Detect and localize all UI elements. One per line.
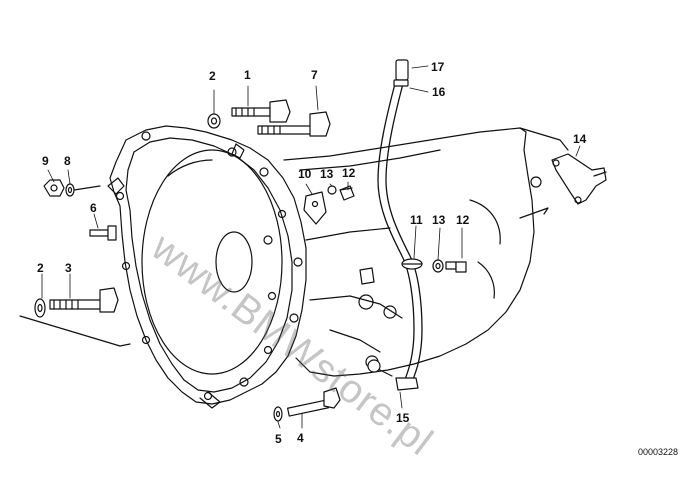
screw-part xyxy=(432,259,467,273)
callout-label: 5 xyxy=(275,432,282,446)
bolt-part xyxy=(257,111,331,137)
callout-label: 8 xyxy=(64,154,71,168)
bell-housing-opening xyxy=(141,149,283,375)
callout-label: 13 xyxy=(320,167,334,181)
callout-label: 9 xyxy=(42,154,49,168)
leader-lines xyxy=(41,65,581,429)
bolt-part xyxy=(19,287,131,347)
callout-label: 7 xyxy=(311,68,318,82)
callout-label: 10 xyxy=(298,167,312,181)
callout-label: 11 xyxy=(410,213,423,227)
callout-label: 6 xyxy=(90,201,97,215)
bracket-part xyxy=(551,153,607,205)
bracket-part xyxy=(303,185,353,225)
callout-label: 4 xyxy=(297,431,304,445)
nut-part xyxy=(43,179,101,197)
callout-label: 3 xyxy=(65,261,72,275)
bolt-part xyxy=(207,99,291,129)
bolt-part xyxy=(273,387,341,422)
callout-label: 2 xyxy=(209,69,216,83)
callout-label: 16 xyxy=(432,85,446,99)
callout-label: 15 xyxy=(396,411,410,425)
callout-label: 13 xyxy=(432,213,446,227)
callout-label: 12 xyxy=(456,213,470,227)
callout-label: 1 xyxy=(244,68,251,82)
callout-label: 2 xyxy=(37,261,44,275)
callout-label: 17 xyxy=(431,60,445,74)
diagram-reference-code: 00003228 xyxy=(637,447,678,457)
callout-label: 14 xyxy=(573,132,587,146)
dipstick-tube xyxy=(367,59,423,391)
transmission-case xyxy=(283,127,569,377)
callout-label: 12 xyxy=(342,166,356,180)
stud-part xyxy=(89,225,117,241)
